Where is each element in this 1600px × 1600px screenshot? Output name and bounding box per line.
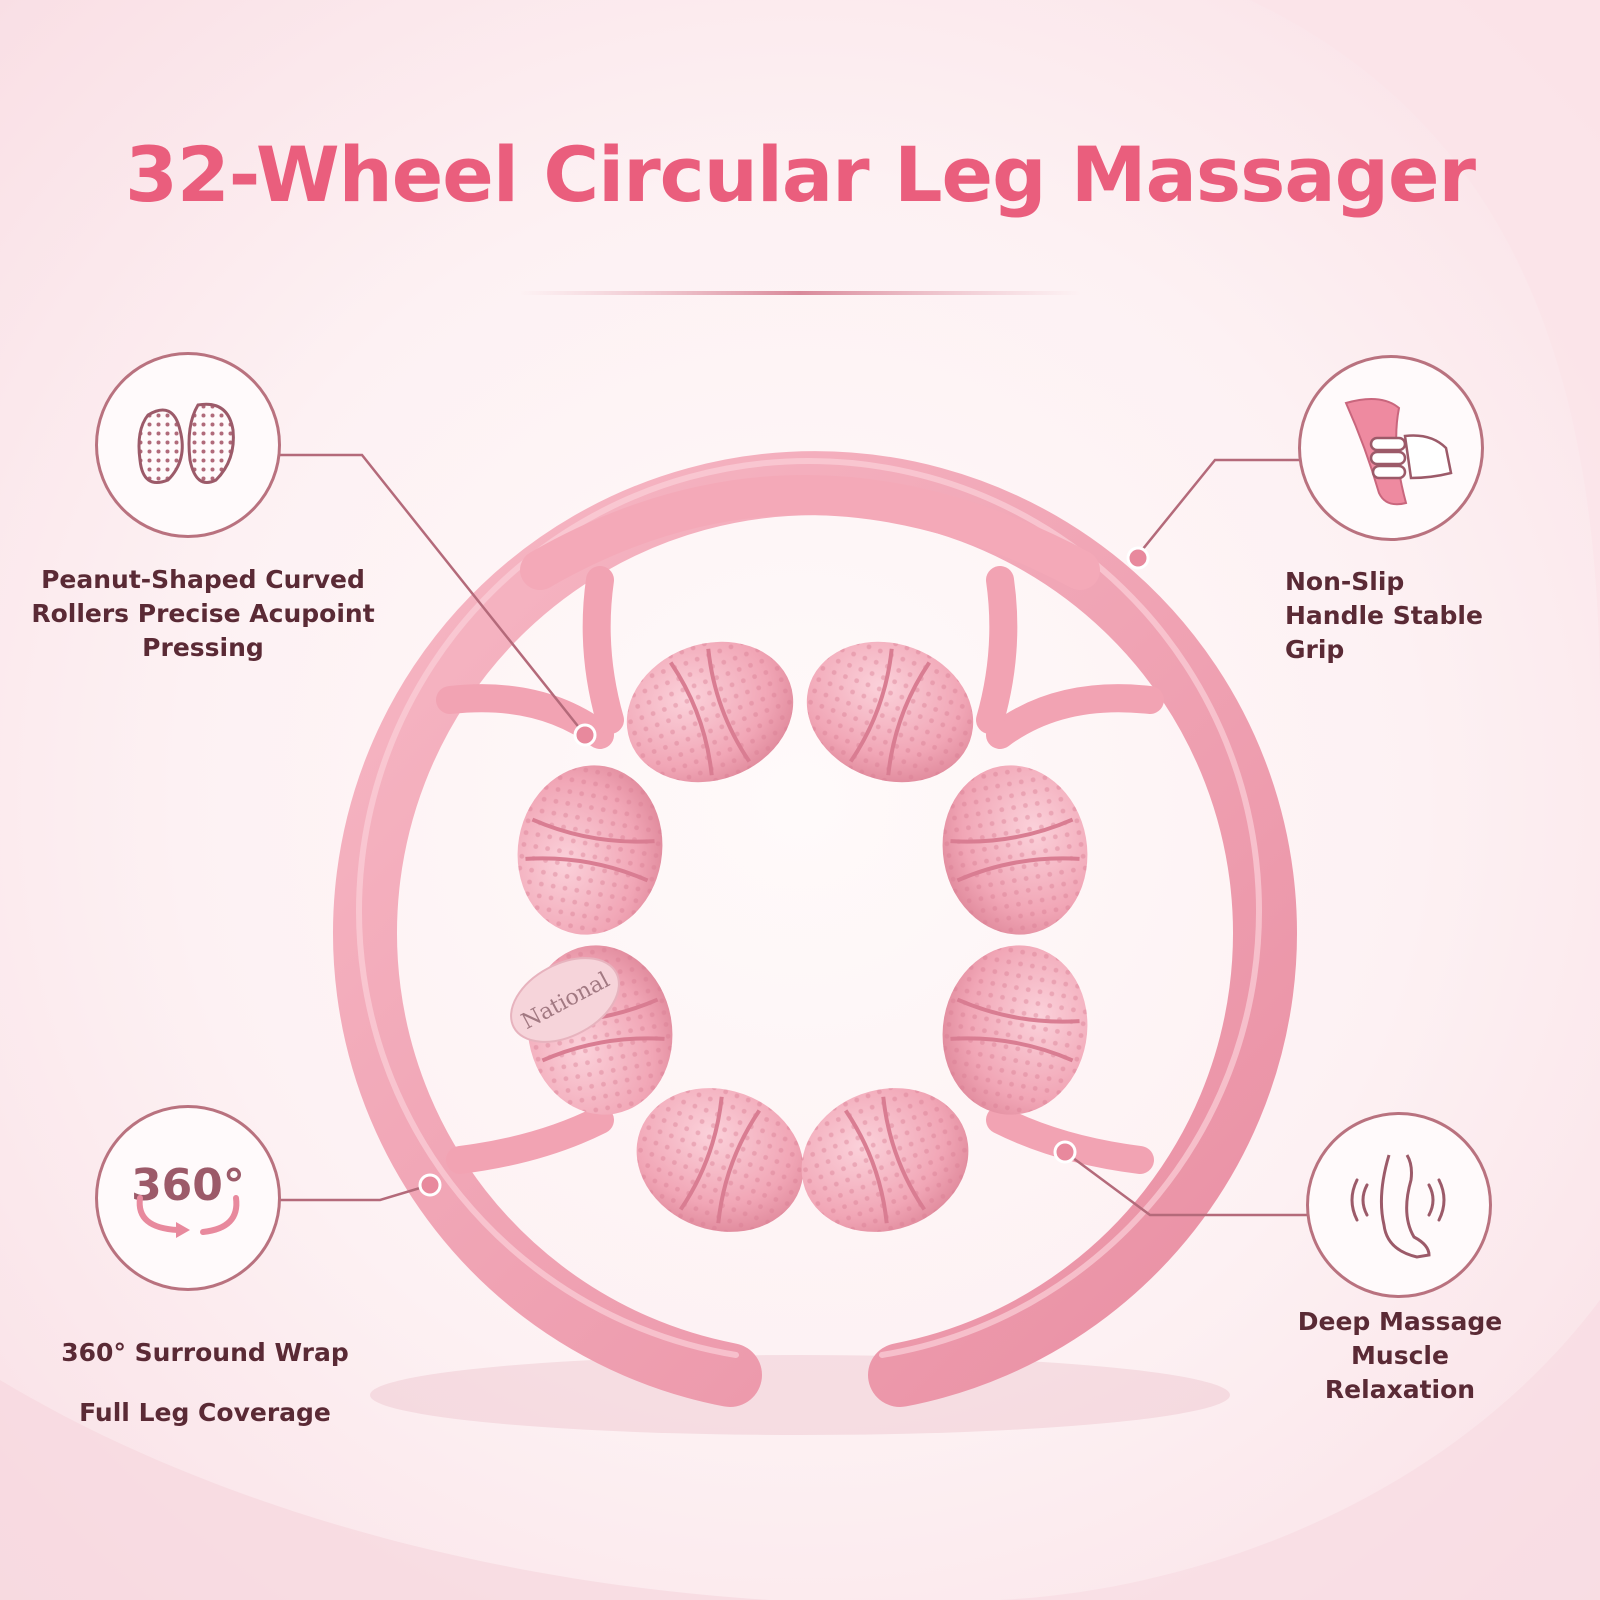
- product-shadow: [370, 1355, 1230, 1435]
- feature-grip-line: Handle Stable: [1285, 601, 1483, 630]
- rotate-360-icon: 360°: [131, 1160, 245, 1238]
- leg-vibration-badge: [1306, 1112, 1492, 1298]
- rotate-360-text: 360°: [131, 1160, 245, 1211]
- feature-rollers-line: Rollers Precise Acupoint: [31, 599, 375, 628]
- feature-grip-line: Non-Slip: [1285, 567, 1405, 596]
- feature-massage-text: Deep Massage Muscle Relaxation: [1260, 1305, 1540, 1407]
- top-handle: [520, 475, 1100, 590]
- feature-rollers-line: Peanut-Shaped Curved: [41, 565, 365, 594]
- feature-massage-line: Relaxation: [1324, 1375, 1476, 1404]
- feature-grip-line: Grip: [1285, 635, 1345, 664]
- title-divider: [520, 291, 1080, 295]
- leg-vibration-icon: [1350, 1154, 1446, 1259]
- hand-grip-badge: [1298, 355, 1484, 541]
- feature-wrap-line: 360° Surround Wrap: [61, 1338, 349, 1367]
- peanut-roller-icon: [137, 402, 235, 484]
- rotate-360-badge: 360°: [95, 1105, 281, 1291]
- feature-massage-line: Deep Massage: [1297, 1307, 1503, 1336]
- page-title: 32-Wheel Circular Leg Massager: [124, 130, 1476, 219]
- feature-wrap-text: 360° Surround Wrap Full Leg Coverage: [30, 1323, 380, 1443]
- roller-group: [517, 641, 1088, 1232]
- feature-wrap-line: Full Leg Coverage: [79, 1398, 331, 1427]
- feature-grip-text: Non-Slip Handle Stable Grip: [1285, 565, 1585, 667]
- feature-massage-line: Muscle: [1351, 1341, 1449, 1370]
- peanut-roller-badge: [95, 352, 281, 538]
- feature-rollers-text: Peanut-Shaped Curved Rollers Precise Acu…: [18, 563, 388, 665]
- hand-grip-icon: [1344, 398, 1453, 506]
- feature-rollers-line: Pressing: [142, 633, 264, 662]
